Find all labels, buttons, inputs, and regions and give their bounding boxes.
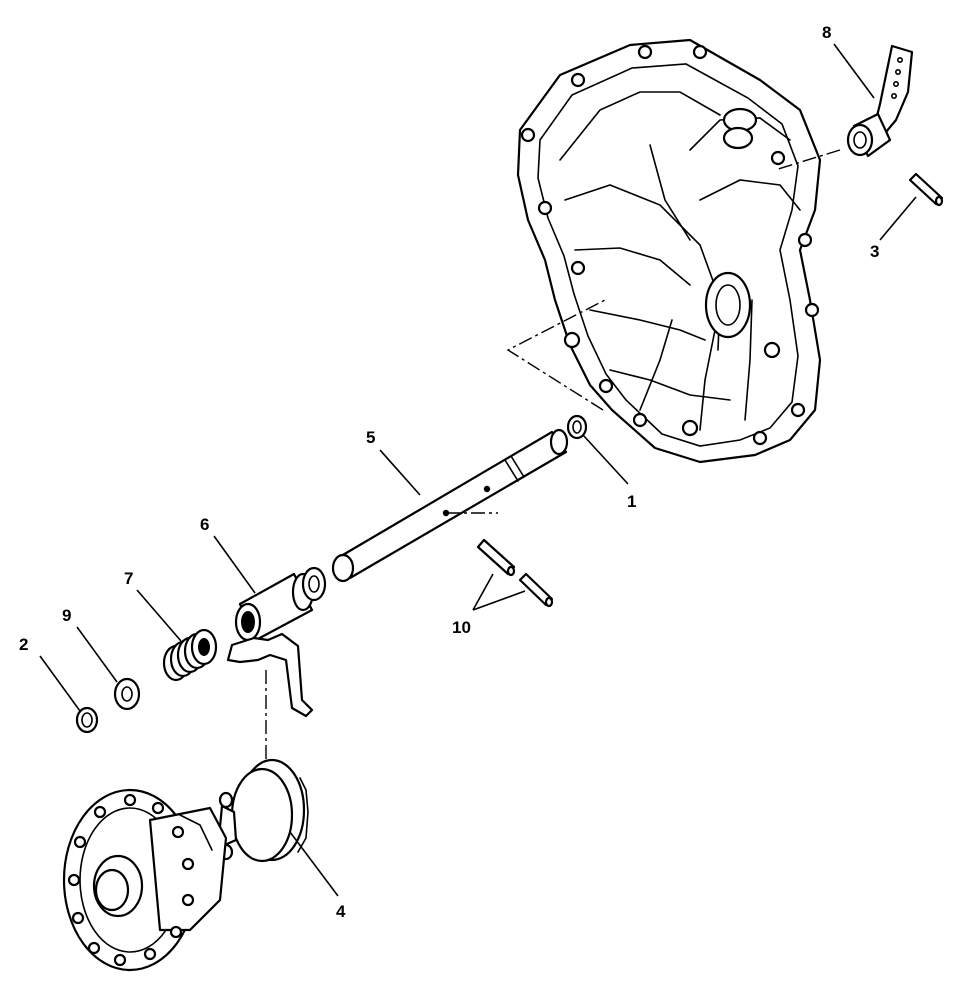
callout-3: 3 (870, 242, 879, 261)
part-7-spring (162, 628, 218, 682)
callout-2: 2 (19, 635, 28, 654)
callout-9: 9 (62, 606, 71, 625)
part-1-seal-ring (566, 414, 588, 440)
callout-6: 6 (200, 515, 209, 534)
alignment-lines (265, 149, 841, 760)
leader-9 (76, 626, 118, 683)
transmission-case (516, 38, 822, 464)
leader-10b (472, 590, 526, 611)
part-3-roll-pin (908, 172, 944, 207)
callout-8: 8 (822, 23, 831, 42)
differential-assembly (62, 788, 228, 972)
part-9-washer (113, 677, 141, 711)
part-6-shift-fork (226, 572, 315, 718)
part-8-shift-lever (846, 44, 914, 158)
leader-10a (472, 573, 494, 611)
callout-1: 1 (627, 492, 636, 511)
callout-numbers: 1 2 3 4 5 6 7 8 9 10 (19, 23, 879, 921)
leader-lines (39, 43, 917, 897)
shaft-washer (301, 566, 327, 602)
leader-3 (879, 196, 917, 241)
part-5-shift-shaft (331, 428, 569, 583)
leader-2 (39, 655, 81, 712)
leader-8 (833, 43, 875, 99)
leader-7 (136, 589, 182, 642)
part-4-sleeve (216, 758, 309, 863)
callout-7: 7 (124, 569, 133, 588)
leader-4 (289, 831, 339, 897)
callout-5: 5 (366, 428, 375, 447)
callout-4: 4 (336, 902, 346, 921)
leader-5 (379, 449, 421, 496)
leader-6 (213, 535, 256, 594)
part-10-roll-pins (476, 538, 554, 608)
part-2-snap-ring (75, 706, 99, 734)
leader-1 (582, 434, 629, 485)
callout-10: 10 (452, 618, 471, 637)
